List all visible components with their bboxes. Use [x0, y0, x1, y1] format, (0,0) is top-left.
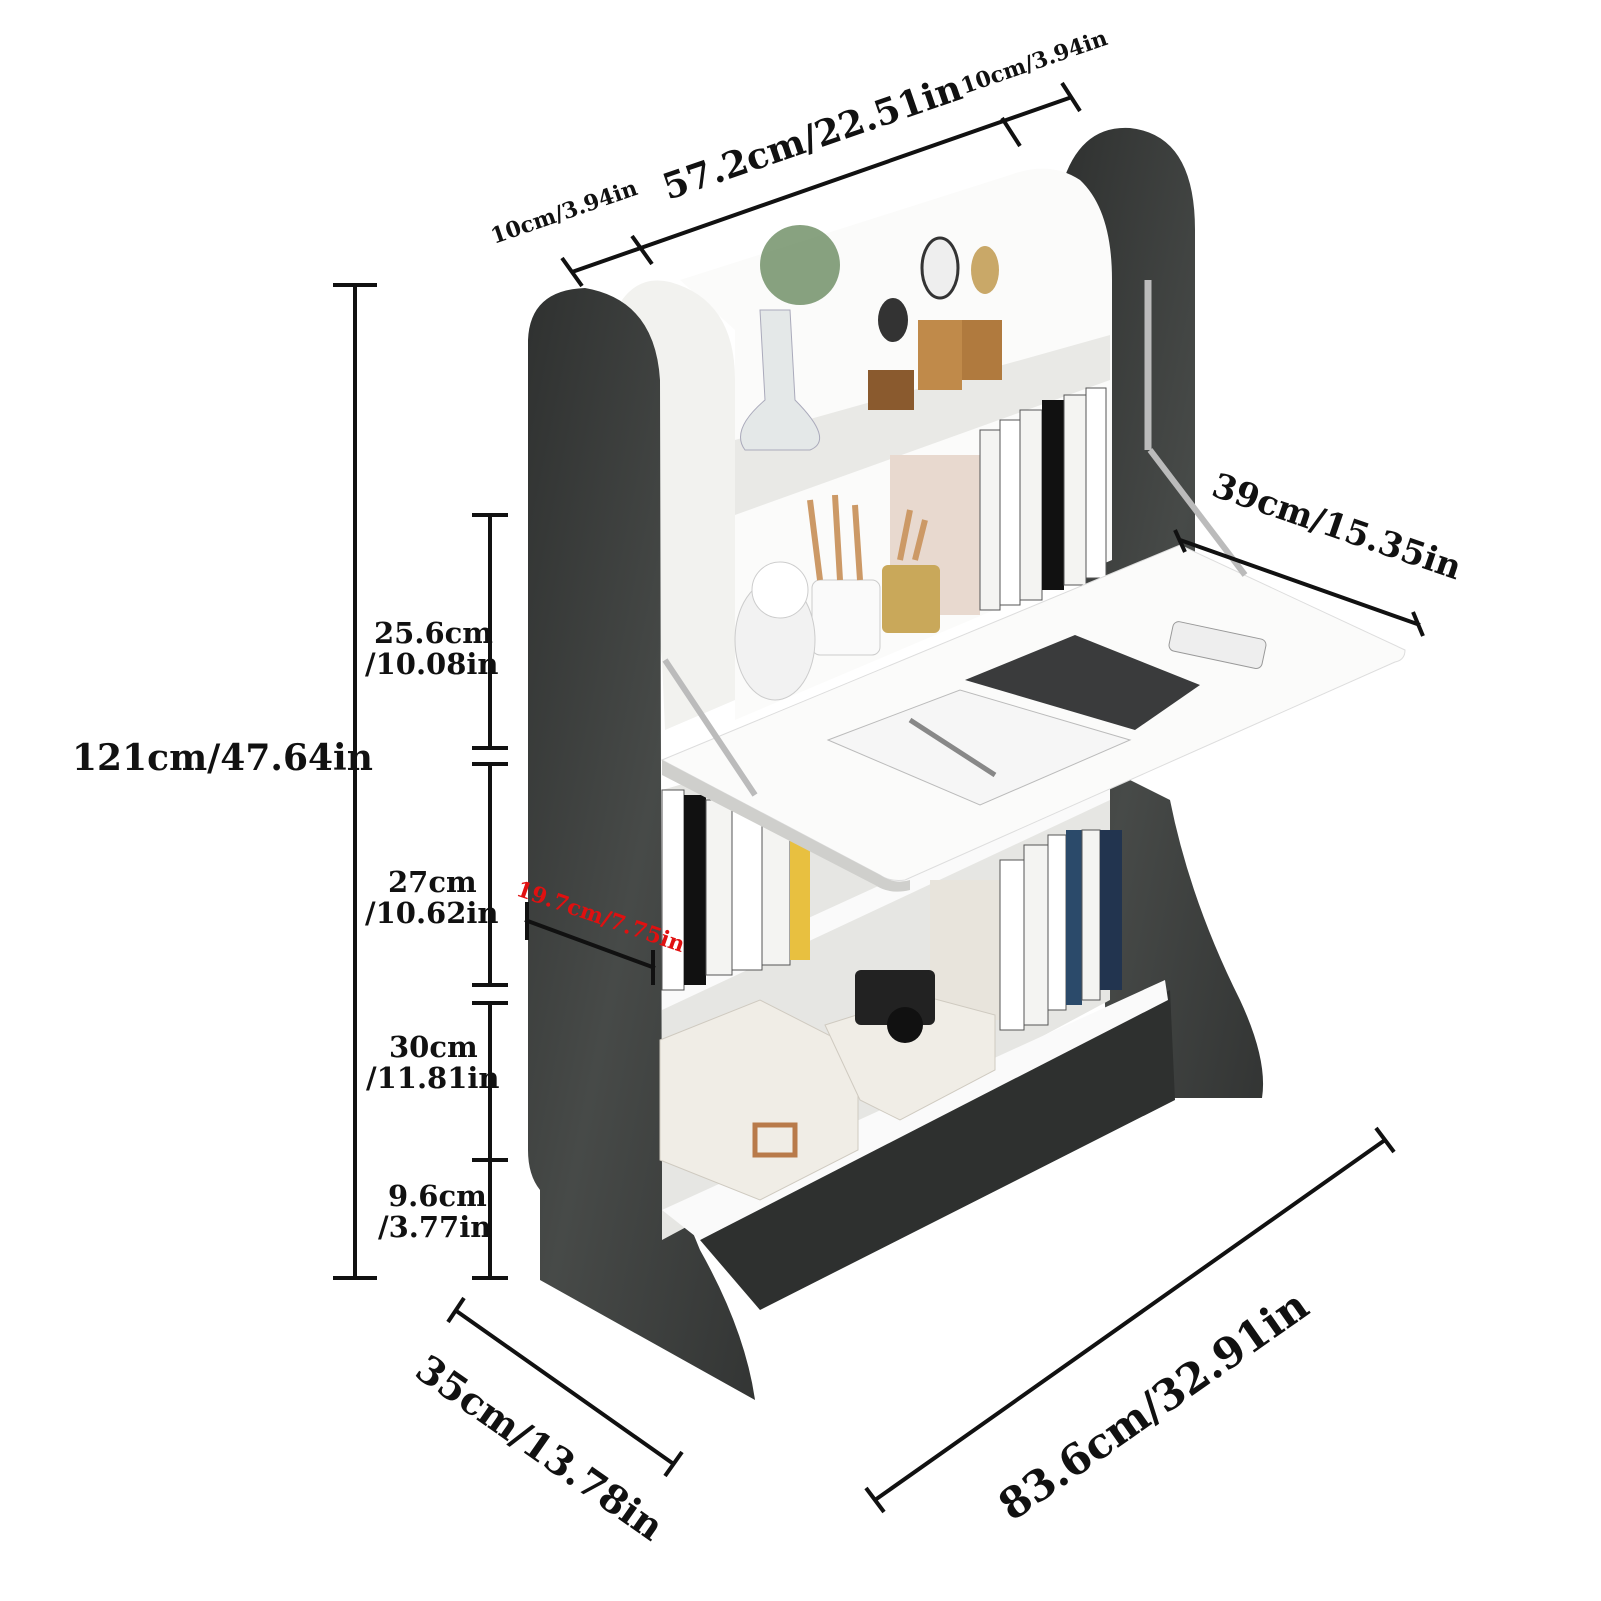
seg4-label-cm: 9.6cm	[388, 1179, 487, 1213]
total-height-label: 121cm/47.64in	[72, 737, 373, 779]
base-depth-label: 35cm/13.78in	[408, 1346, 672, 1550]
seg1-label-in: /10.08in	[365, 647, 499, 681]
support-struts	[662, 280, 1248, 797]
desk-items	[826, 621, 1267, 806]
seg3-label-cm: 30cm	[389, 1030, 478, 1064]
seg1-label-cm: 25.6cm	[374, 616, 493, 650]
books-lower	[661, 789, 1122, 1031]
hutch-top-shelf	[735, 335, 1110, 515]
top-left-overhang-label: 10cm/3.94in	[487, 175, 640, 249]
left-side-panel	[528, 288, 755, 1400]
seg3-label-in: /11.81in	[366, 1061, 500, 1095]
seg4-label-in: /3.77in	[378, 1210, 491, 1244]
seg2-label-cm: 27cm	[388, 865, 477, 899]
desk-depth-label: 39cm/15.35in	[1207, 466, 1466, 589]
top-right-overhang-label: 10cm/3.94in	[957, 25, 1110, 99]
base-width-label: 83.6cm/32.91in	[990, 1280, 1318, 1530]
back-panel	[700, 990, 1175, 1310]
dimension-lines	[333, 81, 1425, 1514]
desk-flap-edge	[662, 760, 910, 892]
storage-boxes	[659, 970, 996, 1201]
decor-items	[734, 225, 1002, 701]
seg2-label-in: /10.62in	[365, 896, 499, 930]
